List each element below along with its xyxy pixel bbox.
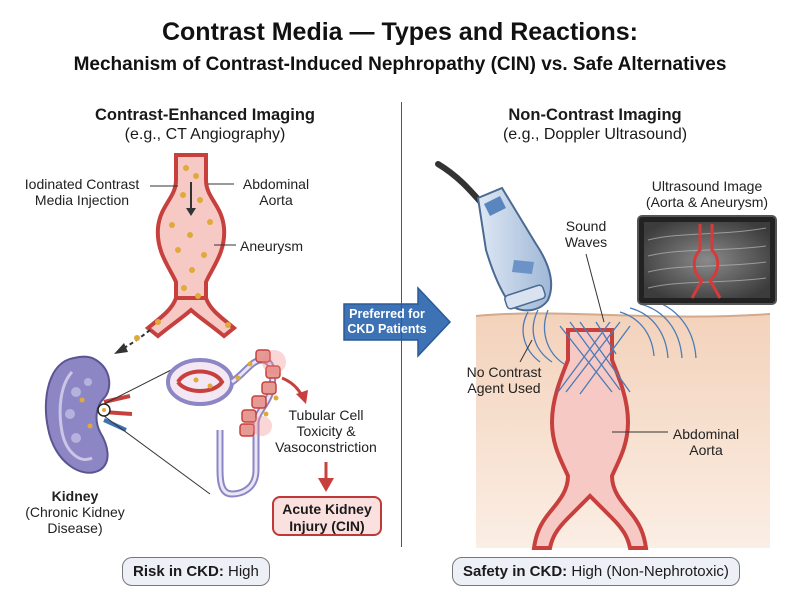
kidney-label: Kidney (Chronic Kidney Disease) [20,488,130,536]
panel-divider [401,102,402,547]
toxicity-arrows [281,376,334,492]
risk-value: High [228,563,259,580]
safety-label: Safety in CKD: [463,563,568,580]
left-heading: Contrast-Enhanced Imaging [94,106,316,124]
zoom-lines [103,367,211,495]
safety-badge: Safety in CKD: High (Non-Nephrotoxic) [452,557,740,586]
left-subheading: (e.g., CT Angiography) [124,126,286,143]
page-subtitle: Mechanism of Contrast-Induced Nephropath… [73,54,727,75]
ultrasound-image [637,215,777,305]
right-panel-heading: Non-Contrast Imaging (e.g., Doppler Ultr… [450,106,740,144]
ultrasound-probe [435,161,553,312]
preferred-arrow-shape [343,286,452,358]
contrast-dots-aorta [155,165,231,328]
toxicity-label: Tubular Cell Toxicity & Vasoconstriction [275,407,377,455]
risk-badge: Risk in CKD: High [122,557,270,586]
nephron-graphic [166,349,286,498]
left-pointer-lines [150,183,236,246]
kidney-graphic [44,355,133,474]
sound-waves-label: Sound Waves [564,218,608,250]
kidney-title: Kidney [51,488,99,504]
aneurysm-label: Aneurysm [240,238,304,254]
safety-value: High (Non-Nephrotoxic) [571,563,729,580]
left-aorta [144,153,238,339]
right-heading: Non-Contrast Imaging [508,106,682,124]
aorta-label-left: Abdominal Aorta [242,176,310,208]
sound-waves [522,299,697,395]
right-aorta [531,328,649,550]
right-subheading: (e.g., Doppler Ultrasound) [502,126,688,143]
preferred-arrow-label: Preferred for CKD Patients [347,307,427,336]
left-panel-heading: Contrast-Enhanced Imaging (e.g., CT Angi… [60,106,350,144]
injection-label: Iodinated Contrast Media Injection [24,176,140,208]
page-title: Contrast Media — Types and Reactions: [161,18,638,46]
flow-to-kidney-arrow [114,329,151,354]
aorta-label-right: Abdominal Aorta [672,426,740,458]
aki-box: Acute Kidney Injury (CIN) [272,496,382,536]
risk-label: Risk in CKD: [133,563,224,580]
no-contrast-label: No Contrast Agent Used [466,364,542,396]
ultrasound-image-label: Ultrasound Image (Aorta & Aneurysm) [645,178,769,210]
